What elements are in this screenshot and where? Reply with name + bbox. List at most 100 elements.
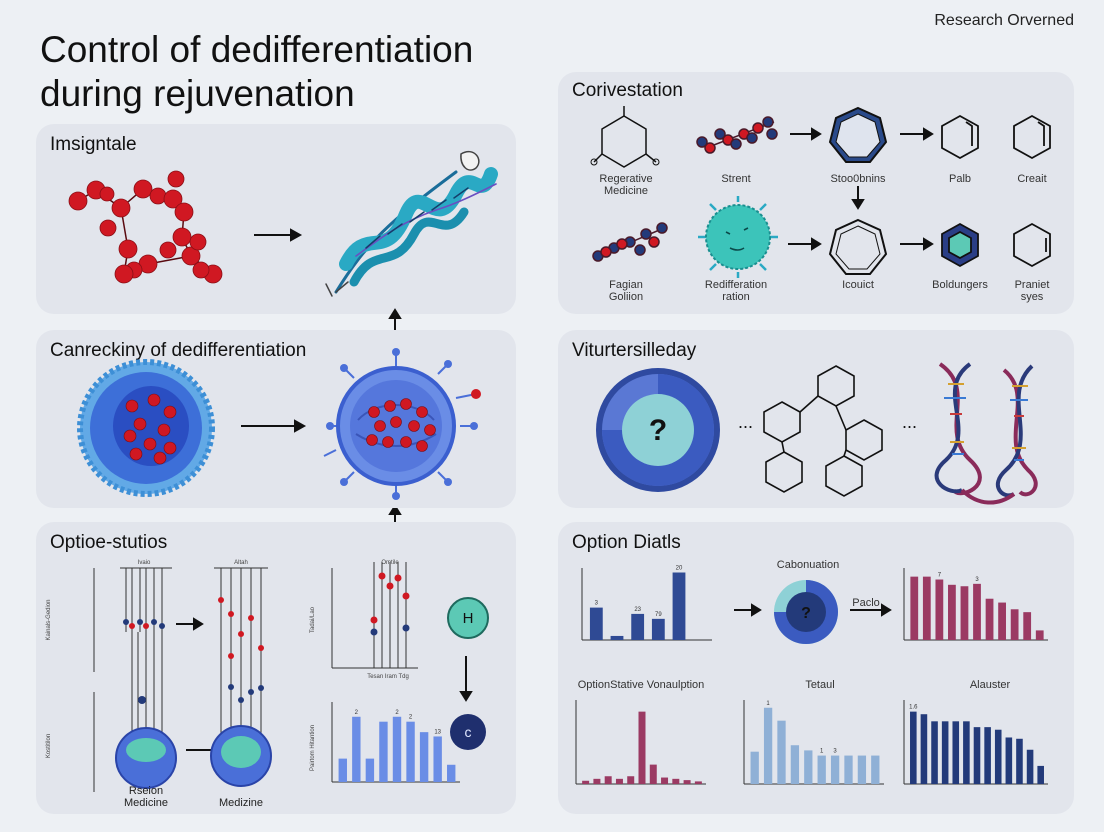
- bar: [593, 778, 601, 784]
- node-h-label: H: [463, 610, 474, 627]
- scatter-x-label: Tesan Iram Tdg: [367, 674, 409, 680]
- label-icouict: Icouict: [842, 279, 874, 291]
- bar: [857, 755, 867, 784]
- chart-title-2: Tetaul: [805, 679, 834, 691]
- bar: [790, 745, 800, 784]
- cabonuation-label: Cabonuation: [777, 559, 839, 571]
- bar: [661, 777, 669, 784]
- fagian-molecule-icon: [592, 222, 668, 262]
- bar: [777, 720, 786, 784]
- bar: [683, 780, 691, 784]
- bar-chart-3: [575, 700, 706, 785]
- bar: [672, 778, 680, 784]
- bar: [694, 781, 702, 784]
- panel-title: Corivestation: [572, 80, 683, 101]
- bar: [910, 576, 919, 640]
- bar: [973, 727, 981, 784]
- bar: [1016, 738, 1023, 784]
- bar: [1035, 630, 1044, 640]
- panel-corivestation: Corivestation: [558, 72, 1074, 314]
- bar: [935, 579, 944, 640]
- bar-value-label: 1: [820, 749, 824, 755]
- bar: [963, 721, 970, 784]
- bar: [931, 721, 938, 784]
- panel-title: Imsigntale: [50, 134, 137, 155]
- chain-molecule-icon: [696, 116, 778, 154]
- bar-value-label: 2: [355, 710, 359, 716]
- bar-value-label: 13: [434, 729, 441, 735]
- bar: [984, 727, 991, 784]
- panel-title: Optioe-stutios: [50, 532, 168, 553]
- bottom-label-1: Rseion: [129, 785, 163, 797]
- question-mark: ?: [801, 605, 811, 622]
- protein-helix: [325, 150, 498, 297]
- bar-chart-5: 1.6: [903, 700, 1048, 785]
- label-fagian-2: Goliion: [609, 291, 643, 303]
- bar: [649, 764, 657, 784]
- panel-dedifferentiation: Canreckiny of dedifferentiation: [36, 330, 516, 508]
- dna-helix-icon: [934, 362, 1038, 505]
- node-h: H: [447, 597, 489, 639]
- node-c: c: [450, 714, 486, 750]
- bar: [352, 716, 361, 782]
- y-label-b: Kostitilon: [46, 734, 52, 758]
- bar: [994, 729, 1002, 784]
- title-line-1: Control of dedifferentiation: [40, 29, 474, 70]
- bar: [871, 755, 880, 784]
- bar: [638, 711, 646, 784]
- bar: [1023, 612, 1032, 640]
- bar: [338, 758, 347, 782]
- label-stoo: Stoo0bnins: [830, 173, 886, 185]
- bar: [631, 613, 645, 640]
- bar: [763, 707, 773, 784]
- bar-value-label: 3: [595, 601, 599, 607]
- bar: [941, 721, 949, 784]
- bottom-cell-a: [115, 727, 177, 789]
- pathway-labels: Regerative Medicine Strent Stoo0bnins Pa…: [599, 173, 1049, 303]
- label-boldungers: Boldungers: [932, 279, 988, 291]
- page-title: Control of dedifferentiation during reju…: [40, 28, 560, 116]
- ellipsis-2: ...: [902, 412, 917, 432]
- bar: [830, 755, 840, 784]
- arrow-down-icon: [459, 656, 473, 702]
- label-praniet: Praniet: [1015, 279, 1050, 291]
- cabonuation-circle: ?: [774, 580, 838, 644]
- y-label-a: Kainals-Gedion: [46, 599, 52, 640]
- bar: [589, 607, 603, 640]
- bottom-label-3: Medizine: [219, 797, 263, 809]
- bar: [960, 586, 969, 640]
- label-redif: Redifferation: [705, 279, 767, 291]
- sub-label-a: Ivaio: [138, 560, 151, 566]
- label-regerative: Regerative: [599, 173, 652, 185]
- bar: [922, 576, 931, 640]
- y-label-d: Pairtom Hitantion: [310, 725, 316, 771]
- bar: [365, 758, 375, 782]
- bar: [804, 750, 813, 784]
- bar: [920, 714, 928, 784]
- bar-value-label: 79: [655, 612, 662, 618]
- bar-value-label: 7: [938, 573, 942, 579]
- bar: [672, 572, 686, 640]
- heptagon-ring-icon: [828, 106, 888, 275]
- bottom-label-2: Medicine: [124, 797, 168, 809]
- bar: [1037, 765, 1044, 784]
- chart-title-1: OptionStative Vonaulption: [578, 679, 705, 691]
- arrow-right-icon: [788, 127, 934, 251]
- pathway-illustration: Regerative Medicine Strent Stoo0bnins Pa…: [590, 106, 1051, 303]
- panel-title: Viturtersilleday: [572, 340, 697, 361]
- label-palb: Palb: [949, 173, 971, 185]
- question-mark: ?: [649, 414, 667, 447]
- bar: [582, 780, 590, 784]
- bar: [615, 778, 623, 784]
- panel-viturtersilleday: Viturtersilleday ? ... ...: [558, 330, 1074, 508]
- benzene-icon: [941, 114, 1051, 268]
- label-strent: Strent: [721, 173, 750, 185]
- stem-cell: [77, 359, 215, 497]
- y-label-c: Tadai/Lao: [310, 606, 316, 633]
- bar: [817, 755, 826, 784]
- arrow-right-icon: [254, 228, 303, 242]
